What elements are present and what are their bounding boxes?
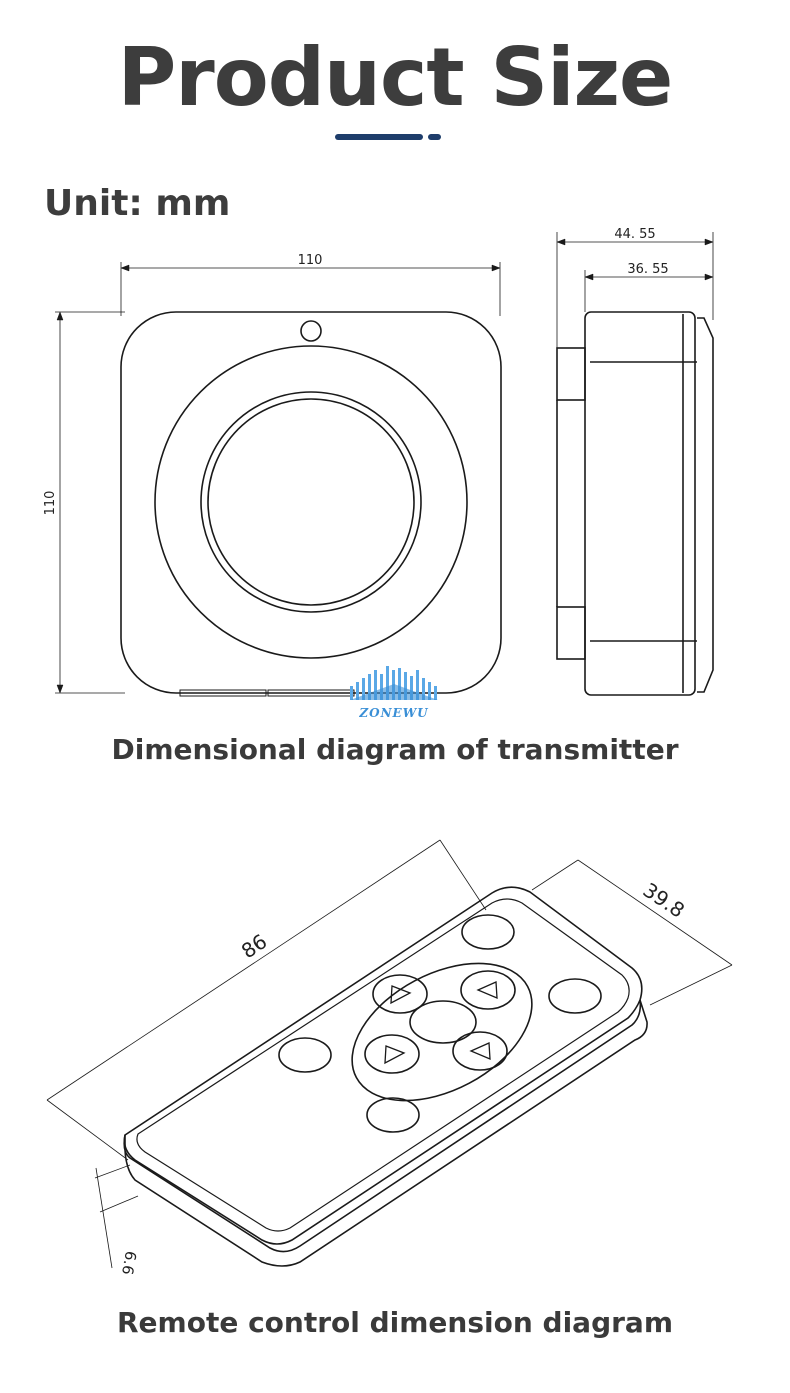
remote-length-label: 86 — [237, 929, 272, 963]
transmitter-side-view — [556, 232, 714, 696]
remote-width-label: 39.8 — [639, 878, 689, 923]
front-width-label: 110 — [298, 253, 323, 268]
title-underline-long — [335, 134, 423, 140]
remote-thickness-label: 6.6 — [118, 1250, 140, 1277]
transmitter-caption: Dimensional diagram of transmitter — [111, 733, 679, 766]
transmitter-front-view — [55, 262, 502, 697]
remote-control-view — [46, 839, 733, 1269]
side-depth-total-label: 44. 55 — [614, 227, 655, 242]
watermark-text: ZONEWU — [359, 706, 429, 720]
unit-label: Unit: mm — [44, 183, 231, 224]
front-height-label: 110 — [43, 491, 58, 516]
watermark-logo-graphic — [350, 666, 438, 700]
page-title: Product Size — [117, 31, 674, 124]
remote-caption: Remote control dimension diagram — [116, 1306, 673, 1339]
title-underline-dot — [428, 134, 441, 140]
side-depth-body-label: 36. 55 — [627, 262, 668, 277]
